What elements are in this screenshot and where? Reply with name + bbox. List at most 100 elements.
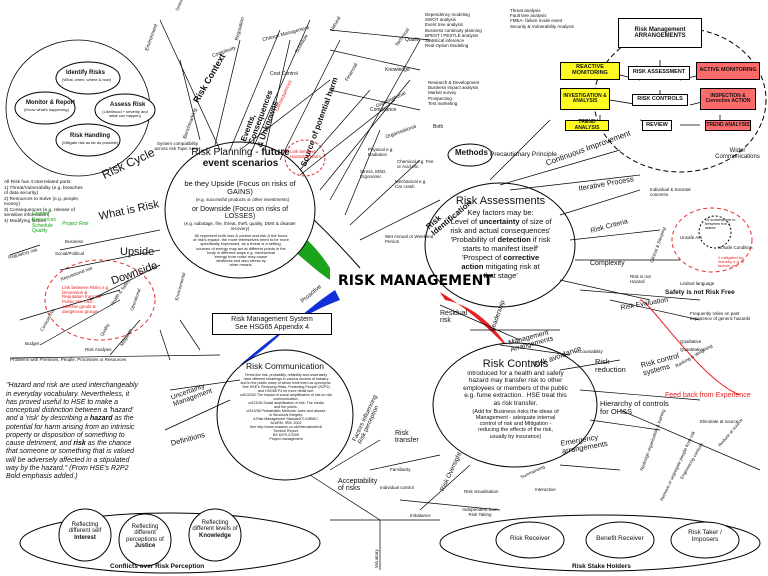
assessments-l7: action mitigating risk at — [428, 262, 573, 271]
assessments-l3: risk and actual consequences' — [450, 226, 551, 236]
trend-analysis-2: TREND ANALYSIS — [705, 120, 751, 131]
upside-branch-2: Social/Political — [55, 251, 85, 256]
planning-title-c: event scenarios — [202, 157, 279, 169]
imbalance-label: Imbalance — [410, 513, 431, 518]
downside-branch-6: Budget — [25, 341, 40, 346]
planning-body: All represent both loss & control and ri… — [193, 233, 289, 268]
cycle-monitor-label: Monitor & Report — [26, 100, 75, 106]
methods-item: Research & Development — [428, 80, 480, 85]
arrangements-title: Risk Management ARRANGEMENTS — [618, 18, 702, 48]
methods-branch-2: Compliance — [370, 107, 397, 113]
risk-receiver: Risk Receiver — [509, 535, 551, 542]
cycle-identify — [55, 61, 121, 95]
downside-branch-10: Risk Analysis — [85, 347, 112, 352]
assessments-l4: 'Probability of detection if risk — [428, 235, 573, 244]
cycle-handling — [55, 123, 121, 157]
risk-assessment-box: RISK ASSESSMENT — [628, 66, 690, 80]
assessments-title: Risk Assessments — [455, 195, 546, 207]
risk-parts-heading: All Risk has 4 interrelated parts: — [4, 180, 72, 185]
benefit-ellipse — [585, 521, 655, 559]
context-item-12: System compatibility across risk Topic A… — [154, 141, 201, 151]
precautionary-label: Precautionary Principle — [490, 151, 557, 158]
methods-label: Methods — [455, 148, 488, 157]
knowledge-text: Reflecting different levels of Knowledge — [192, 520, 238, 539]
project-risk-green: Content Resources Schedule Quality — [32, 211, 56, 235]
perception-ellipse — [19, 512, 321, 574]
benefit-receiver: Benefit Receiver — [596, 535, 644, 542]
justice-line1: Reflecting different perceptions of — [126, 524, 164, 543]
branch-lines — [9, 19, 761, 570]
planning-downside-ex: (e.g. sabotage, fire, threat, theft, qua… — [184, 221, 296, 231]
knowledge-line1: Reflecting different levels of — [192, 520, 238, 533]
center-title: RISK MANAGEMENT — [338, 273, 493, 289]
hse-quote: "Hazard and risk are used interchangeabl… — [6, 374, 202, 481]
planning-title-a: Risk Planning - — [191, 147, 262, 158]
methods-item: Real Option Modeling — [425, 43, 469, 49]
assessments-l4a: 'Probability of — [450, 235, 498, 245]
investigation-box: INVESTIGATION & ANALYSIS — [560, 88, 610, 110]
receiver-ellipse — [495, 521, 565, 559]
assessments-l7a: action — [461, 262, 484, 272]
controls-cloud — [432, 342, 598, 468]
hsg65-line1: Risk Management System — [231, 316, 313, 323]
justice-line2: Justice — [134, 542, 156, 549]
familiarity-label: Familiarity — [390, 467, 411, 472]
upside-label: Upside — [120, 246, 155, 258]
risk-visualisation: Risk visualisation — [464, 489, 499, 494]
assessments-text: Risk Assessments Key factors may be: 'Le… — [428, 195, 573, 280]
communication-body: Terms like risk, probability, reliabilit… — [239, 373, 332, 442]
planning-title: Risk Planning - future event scenarios — [178, 147, 303, 169]
methods-item: SWOT analysis — [425, 17, 456, 23]
cycle-monitor — [14, 91, 76, 125]
methods-item: Event tree analysis — [425, 22, 464, 28]
risk-transfer: Risk transfer — [395, 430, 419, 445]
risk-parts-item: 1) Threat/Vulnerability (e.g. breaches o… — [4, 185, 83, 197]
individual-societal: Individual & Societal concerns — [650, 187, 691, 197]
accountability-label: Accountability — [575, 349, 603, 354]
planning-upside-ex: (e.g. successful products or other inves… — [195, 197, 290, 202]
methods-item: Statistical inference — [425, 37, 465, 43]
planning-cloud — [164, 141, 316, 279]
feedback-arrow — [639, 299, 741, 396]
hierarchy-label: Hierarchy of controls for OH&S — [600, 399, 669, 416]
link-dashed — [284, 139, 326, 177]
unsafe-condition: Unsafe Condition — [718, 245, 753, 250]
methods-item: BPEST / PESTLE analysis — [425, 32, 479, 38]
justice-text: Reflecting different perceptions of Just… — [122, 524, 168, 549]
identification-link: Link between Hazard & Harm — [290, 149, 322, 159]
quote-risk: risk — [73, 440, 86, 447]
safety-not-risk-free: Safety is not Risk Free — [665, 289, 735, 296]
interest-line1: Reflecting different self — [68, 522, 102, 535]
green-item: Resources — [32, 216, 56, 223]
unsafe-dashed — [671, 207, 753, 273]
residual-risk: Residual risk — [440, 310, 468, 325]
hierarchy-item-0: Eliminate at source — [700, 419, 739, 424]
arm-blue — [240, 290, 340, 365]
limited-language: Limited language — [680, 281, 715, 286]
risk-parts-item: 2) Resources to Solve (e.g. people, mone… — [4, 196, 80, 208]
context-item-9: Cost Control — [270, 71, 298, 77]
frequently-label: Frequently relies on past experience of … — [690, 311, 751, 321]
justice-circle — [118, 513, 172, 567]
inspection-box: INSPECTION & Corrective ACTION — [700, 88, 756, 110]
complexity-label: Complexity — [590, 260, 625, 267]
unsafe-act: Unsafe Act — [680, 235, 702, 240]
risk-taker: Risk Taker / Imposers — [688, 529, 722, 543]
interactive-label: Interactive — [535, 487, 556, 492]
stake-ellipse — [439, 514, 761, 572]
planning-upside: be they Upside (Focus on risks of GAINS) — [184, 179, 296, 196]
assessments-l2c: of size of — [519, 217, 552, 227]
quote-p3: as the chance that someone or something … — [6, 440, 135, 480]
assessments-cloud — [424, 182, 576, 308]
methods-item: FMEA- failure mode event — [510, 18, 563, 24]
controls-body: introduced for a health and safety hazar… — [463, 370, 568, 407]
quote-p2: as the potential for harm arising from a… — [6, 415, 135, 447]
stake-caption: Risk Stake Holders — [572, 563, 631, 570]
identification-item-2: Physical e.g. Radiation — [368, 147, 394, 157]
assessments-l8: that stage' — [483, 271, 518, 281]
knowledge-line2: Knowledge — [198, 532, 231, 539]
assessments-l2a: 'Level of — [449, 217, 480, 227]
individual-control-label: Individual control — [380, 485, 414, 490]
